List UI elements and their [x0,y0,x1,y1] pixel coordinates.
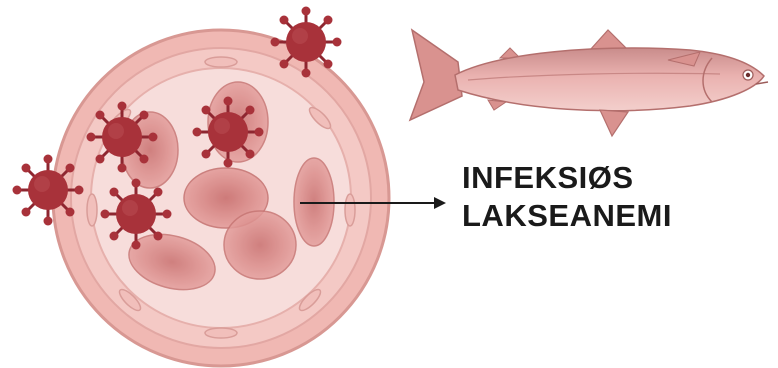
salmon-fish-icon [410,30,768,136]
disease-label-line-2: LAKSEANEMI [462,198,672,234]
disease-label-line-1: INFEKSIØS [462,160,634,196]
